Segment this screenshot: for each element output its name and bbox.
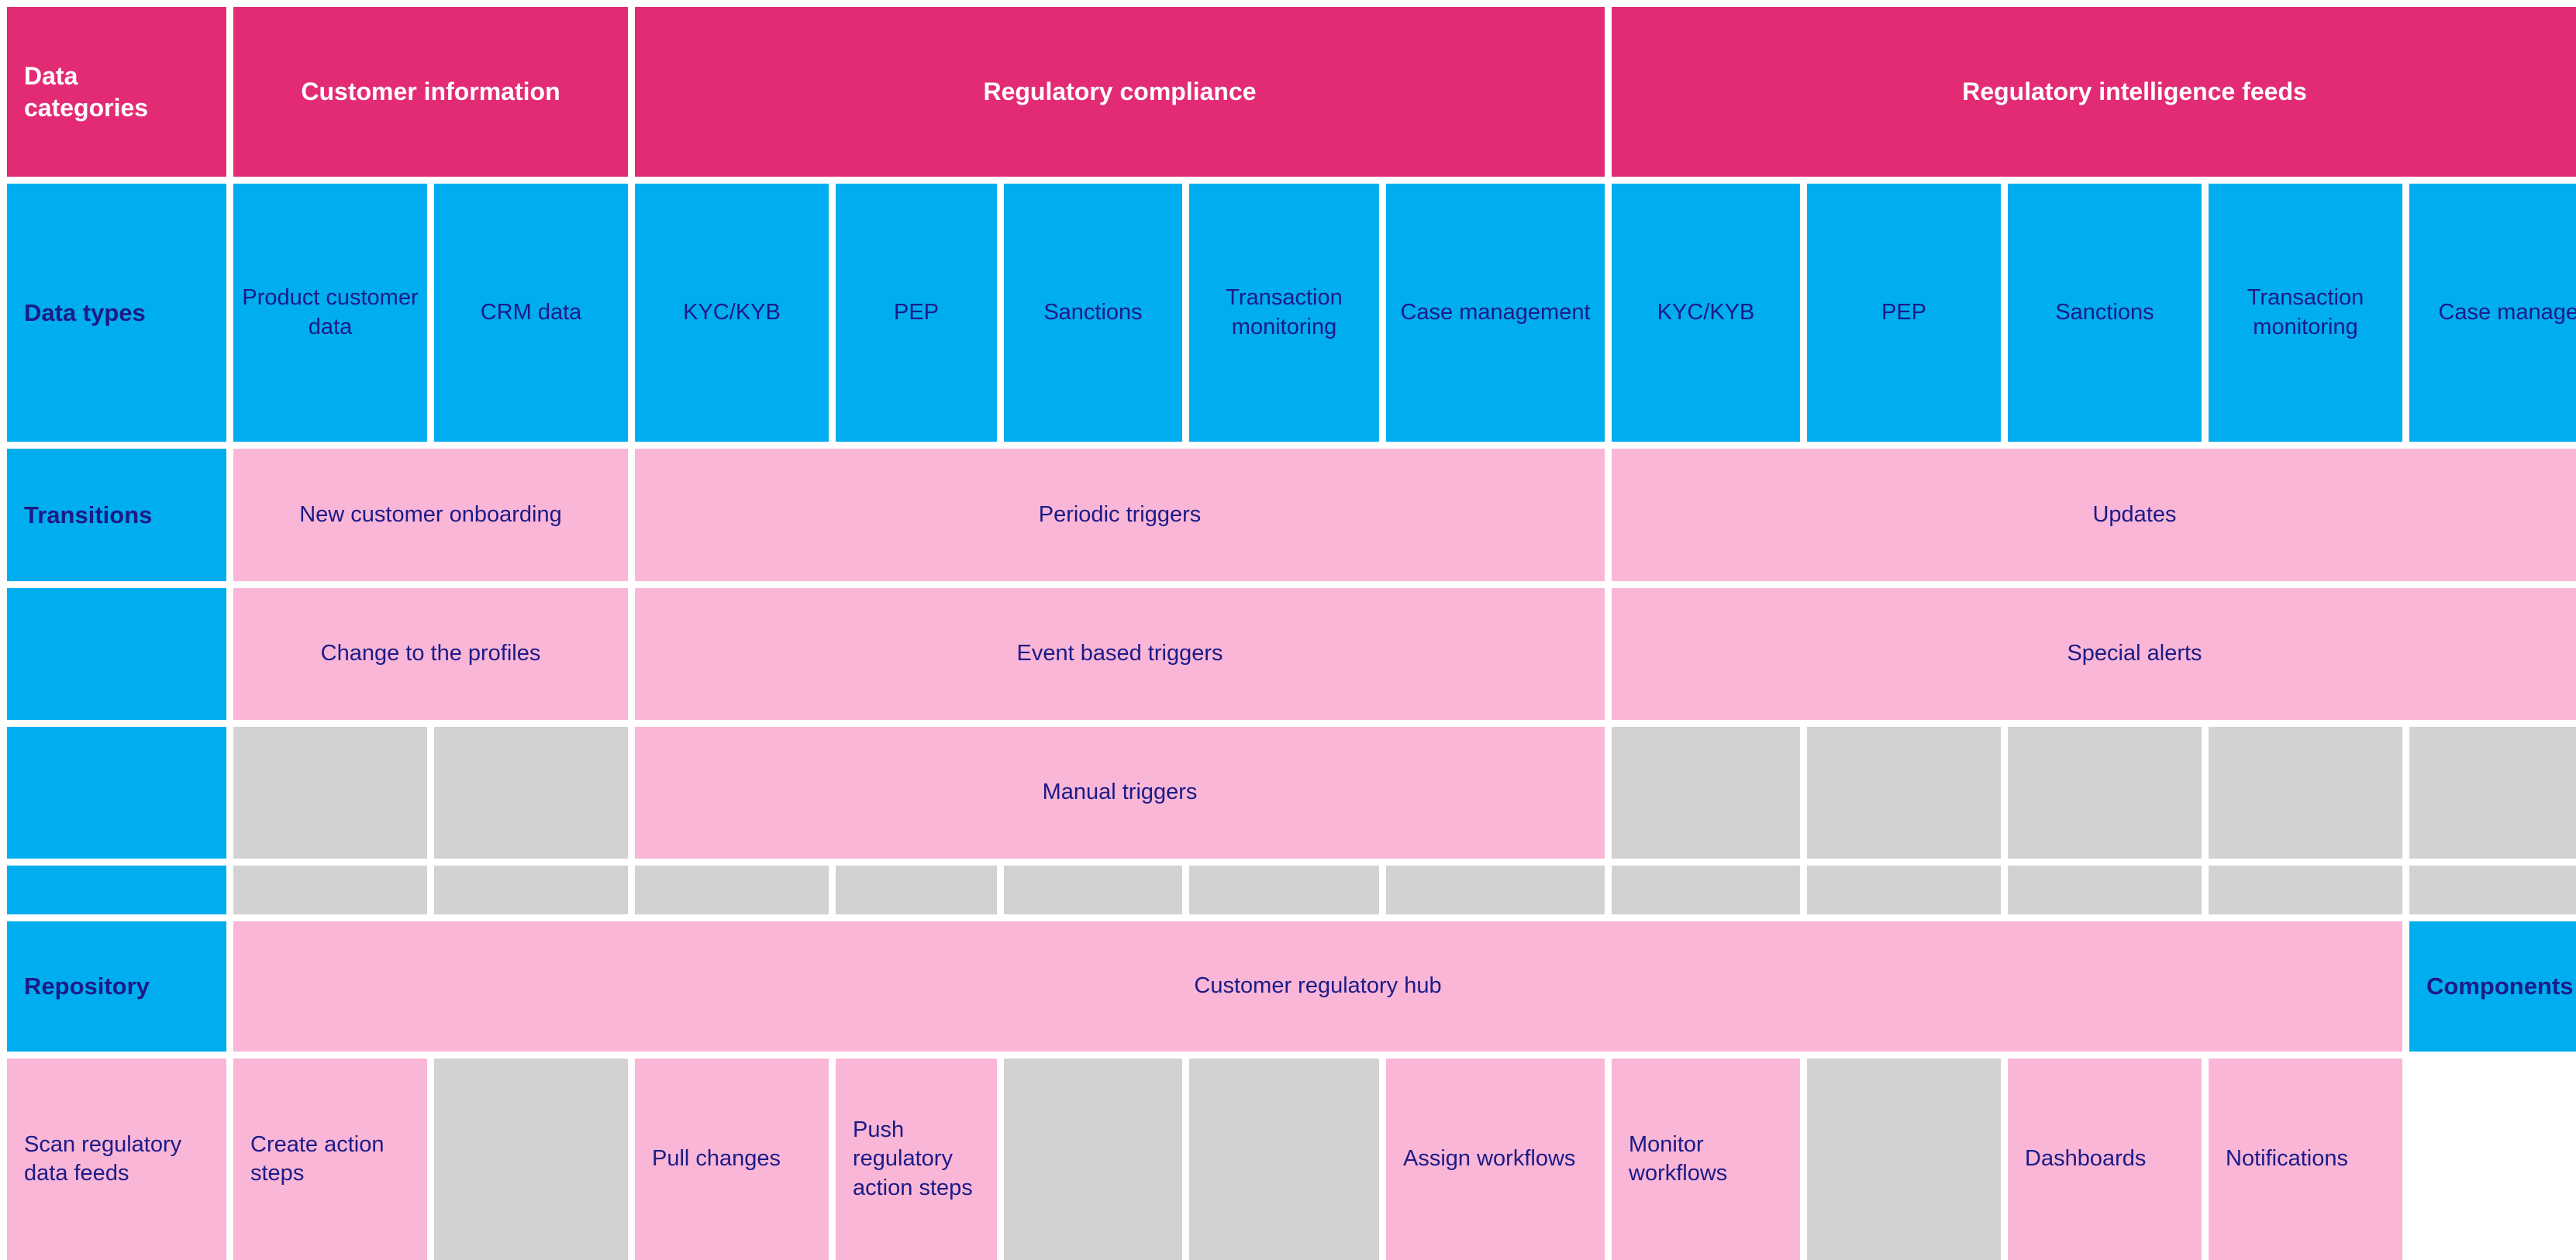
transition-updates[interactable]: Updates — [1612, 449, 2576, 581]
data-type-crm-data[interactable]: CRM data — [434, 184, 628, 442]
transition-special-alerts[interactable]: Special alerts — [1612, 588, 2576, 720]
transition-empty-cell — [233, 727, 427, 859]
transition-event-based-triggers[interactable]: Event based triggers — [635, 588, 1605, 720]
component-push-regulatory-action-steps[interactable]: Push regulatory action steps — [836, 1059, 997, 1260]
category-label: Regulatory intelligence feeds — [1962, 77, 2307, 106]
component-empty-cell — [1004, 1059, 1182, 1260]
row-label-transitions: Transitions — [7, 449, 226, 581]
spacer-empty-cell — [2008, 866, 2202, 914]
transition-change-to-the-profiles[interactable]: Change to the profiles — [233, 588, 628, 720]
cell-label: Customer regulatory hub — [1194, 973, 1442, 999]
spacer-empty-cell — [2409, 866, 2576, 914]
data-type-kyc-kyb-compliance[interactable]: KYC/KYB — [635, 184, 829, 442]
data-type-label: Product customer data — [242, 285, 419, 339]
data-type-sanctions-compliance[interactable]: Sanctions — [1004, 184, 1182, 442]
transition-empty-cell — [434, 727, 628, 859]
data-type-transaction-monitoring-compliance[interactable]: Transaction monitoring — [1189, 184, 1379, 442]
data-type-label: KYC/KYB — [1657, 299, 1755, 325]
row-label-spacer — [7, 866, 226, 914]
data-type-label: Case management — [1400, 299, 1591, 325]
repository-customer-regulatory-hub[interactable]: Customer regulatory hub — [233, 921, 2402, 1052]
transition-empty-cell — [1612, 727, 1800, 859]
data-type-transaction-monitoring-feeds[interactable]: Transaction monitoring — [2209, 184, 2402, 442]
component-pull-changes[interactable]: Pull changes — [635, 1059, 829, 1260]
category-label: Customer information — [301, 77, 560, 106]
data-type-case-management-feeds[interactable]: Case management — [2409, 184, 2576, 442]
spacer-empty-cell — [1612, 866, 1800, 914]
component-assign-workflows[interactable]: Assign workflows — [1386, 1059, 1605, 1260]
component-create-action-steps[interactable]: Create action steps — [233, 1059, 427, 1260]
row-label-repository: Repository — [7, 921, 226, 1052]
row-label-data-types: Data types — [7, 184, 226, 442]
data-type-kyc-kyb-feeds[interactable]: KYC/KYB — [1612, 184, 1800, 442]
cell-label: Notifications — [2226, 1146, 2348, 1172]
cell-label: Updates — [2092, 501, 2177, 527]
row-label-transitions-continued-2 — [7, 727, 226, 859]
component-empty-cell — [1807, 1059, 2001, 1260]
cell-label: Dashboards — [2025, 1146, 2147, 1172]
cell-label: Scan regulatory data feeds — [24, 1131, 182, 1186]
cell-label: Push regulatory action steps — [853, 1117, 973, 1200]
transition-periodic-triggers[interactable]: Periodic triggers — [635, 449, 1605, 581]
cell-label: Periodic triggers — [1038, 501, 1202, 527]
spacer-empty-cell — [1807, 866, 2001, 914]
cell-label: Change to the profiles — [320, 641, 541, 666]
spacer-empty-cell — [1386, 866, 1605, 914]
data-type-label: Transaction monitoring — [1226, 285, 1343, 339]
row-label-text: Transitions — [24, 501, 153, 528]
component-empty-cell — [434, 1059, 628, 1260]
data-type-label: PEP — [1881, 299, 1927, 325]
transition-manual-triggers[interactable]: Manual triggers — [635, 727, 1605, 859]
spacer-empty-cell — [635, 866, 829, 914]
transition-empty-cell — [2409, 727, 2576, 859]
data-type-label: Sanctions — [1043, 299, 1143, 325]
spacer-empty-cell — [1189, 866, 1379, 914]
cell-label: Assign workflows — [1403, 1146, 1576, 1172]
transition-new-customer-onboarding[interactable]: New customer onboarding — [233, 449, 628, 581]
data-type-sanctions-feeds[interactable]: Sanctions — [2008, 184, 2202, 442]
category-label: Regulatory compliance — [983, 77, 1257, 106]
cell-label: Event based triggers — [1016, 641, 1223, 666]
transition-empty-cell — [2008, 727, 2202, 859]
spacer-empty-cell — [233, 866, 427, 914]
data-type-label: KYC/KYB — [683, 299, 781, 325]
spacer-empty-cell — [2209, 866, 2402, 914]
data-type-label: PEP — [893, 299, 940, 325]
data-type-label: CRM data — [480, 299, 582, 325]
category-customer-information[interactable]: Customer information — [233, 7, 628, 177]
category-regulatory-intelligence-feeds[interactable]: Regulatory intelligence feeds — [1612, 7, 2576, 177]
row-label-components: Components — [2409, 921, 2576, 1052]
data-type-pep-feeds[interactable]: PEP — [1807, 184, 2001, 442]
component-monitor-workflows[interactable]: Monitor workflows — [1612, 1059, 1800, 1260]
component-scan-regulatory-data-feeds[interactable]: Scan regulatory data feeds — [7, 1059, 226, 1260]
row-label-transitions-continued-1 — [7, 588, 226, 720]
category-regulatory-compliance[interactable]: Regulatory compliance — [635, 7, 1605, 177]
cell-label: New customer onboarding — [299, 501, 562, 527]
cell-label: Monitor workflows — [1629, 1131, 1728, 1186]
data-type-product-customer-data[interactable]: Product customer data — [233, 184, 427, 442]
cell-label: Create action steps — [250, 1131, 385, 1186]
component-dashboards[interactable]: Dashboards — [2008, 1059, 2202, 1260]
component-notifications[interactable]: Notifications — [2209, 1059, 2402, 1260]
data-type-label: Transaction monitoring — [2247, 285, 2364, 339]
data-type-label: Case management — [2438, 299, 2576, 325]
component-empty-cell — [1189, 1059, 1379, 1260]
cell-label: Manual triggers — [1042, 780, 1198, 805]
data-type-case-management-compliance[interactable]: Case management — [1386, 184, 1605, 442]
cell-label: Pull changes — [652, 1146, 781, 1172]
cell-label: Special alerts — [2067, 641, 2202, 666]
row-label-text: Data types — [24, 298, 146, 326]
row-label-text: Components — [2426, 973, 2574, 1000]
transition-empty-cell — [2209, 727, 2402, 859]
data-type-pep-compliance[interactable]: PEP — [836, 184, 997, 442]
transition-empty-cell — [1807, 727, 2001, 859]
data-type-label: Sanctions — [2055, 299, 2154, 325]
row-label-text: Repository — [24, 973, 150, 1000]
spacer-empty-cell — [434, 866, 628, 914]
spacer-empty-cell — [836, 866, 997, 914]
spacer-empty-cell — [1004, 866, 1182, 914]
